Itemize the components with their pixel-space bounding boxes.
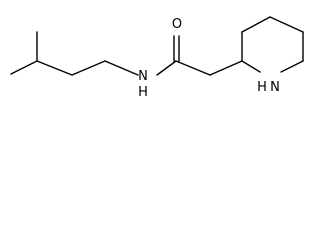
ring-hydrogen-label: H <box>257 80 267 95</box>
bond-ring-c4-c5 <box>269 16 304 33</box>
amide-hydrogen-label: H <box>138 85 148 100</box>
bond-ring-c6-n <box>280 60 304 73</box>
bonds <box>10 16 304 76</box>
bond-methyl-a <box>10 60 38 75</box>
bond-chain-1 <box>36 60 73 76</box>
carbonyl-oxygen-label: O <box>172 17 182 32</box>
bond-ring-c3-c4 <box>241 16 271 33</box>
bond-ring-n-c2 <box>241 60 261 73</box>
atom-labels: N H O N H <box>138 17 280 100</box>
bond-chain-3 <box>104 60 139 76</box>
bond-nh-carbonyl <box>156 60 177 76</box>
amide-nitrogen-label: N <box>138 69 148 84</box>
ring-nitrogen-label: N <box>270 80 280 95</box>
bond-methylene-ring <box>209 60 243 76</box>
structure-diagram: N H O N H <box>10 16 304 100</box>
bond-chain-2 <box>71 60 106 76</box>
bond-carbonyl-methylene <box>175 60 211 76</box>
